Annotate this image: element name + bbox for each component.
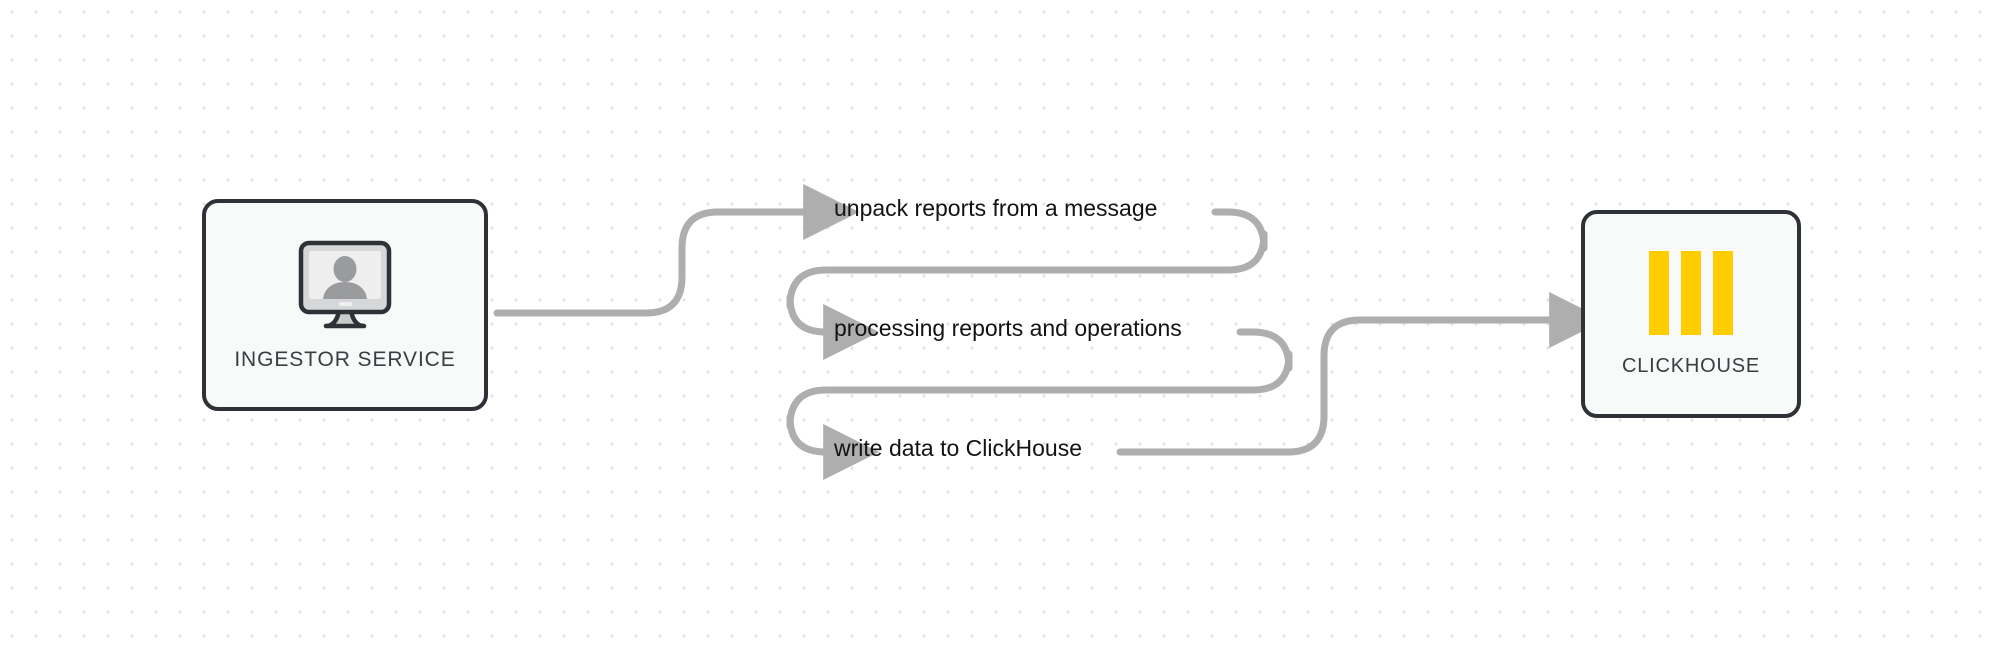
edge-step3-to-clickhouse <box>1116 292 1606 456</box>
edge-label-processing-reports: processing reports and operations <box>834 315 1182 341</box>
clickhouse-logo-bar-1 <box>1649 250 1669 335</box>
node-clickhouse-label: CLICKHOUSE <box>1621 354 1761 377</box>
clickhouse-logo-icon <box>1649 250 1733 335</box>
node-ingestor-service-label: INGESTOR SERVICE <box>234 348 456 371</box>
clickhouse-logo-bar-3 <box>1713 250 1733 335</box>
node-clickhouse[interactable]: CLICKHOUSE <box>1581 210 1801 418</box>
edge-label-unpack-reports: unpack reports from a message <box>834 195 1158 221</box>
edge-ingestor-to-step1 <box>493 184 860 317</box>
edge-step2-to-step3 <box>786 328 1293 480</box>
node-ingestor-service[interactable]: INGESTOR SERVICE <box>202 199 488 411</box>
clickhouse-logo-bar-2 <box>1681 250 1701 335</box>
edge-step1-to-step2 <box>786 208 1268 360</box>
monitor-user-icon <box>293 238 397 334</box>
edge-label-write-data: write data to ClickHouse <box>834 435 1082 461</box>
